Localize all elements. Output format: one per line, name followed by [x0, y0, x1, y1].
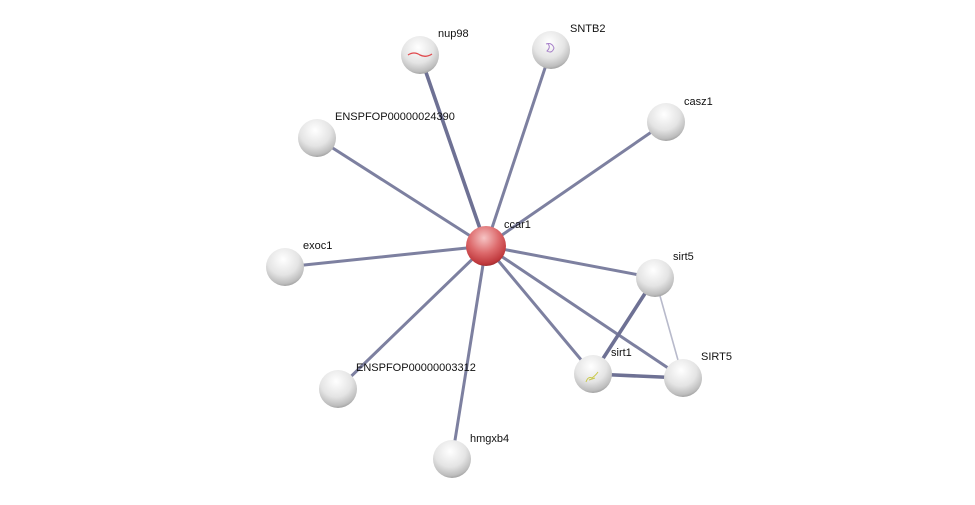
- edge-sirt5-sirt1[interactable]: [591, 276, 657, 376]
- protein-structure-icon: [545, 43, 555, 53]
- node-label: ccar1: [504, 219, 531, 231]
- node-exoc1[interactable]: exoc1: [266, 240, 332, 286]
- node-SIRT5[interactable]: SIRT5: [664, 351, 732, 397]
- node-sirt5[interactable]: sirt5: [636, 251, 694, 297]
- node-label: SNTB2: [570, 23, 605, 35]
- node-sirt1[interactable]: sirt1: [574, 347, 632, 393]
- protein-structure-icon: [585, 371, 599, 383]
- node-label: hmgxb4: [470, 433, 509, 445]
- edge-ccar1-hmgxb4[interactable]: [450, 244, 488, 461]
- node-label: SIRT5: [701, 351, 732, 363]
- edge-ccar1-sirt5[interactable]: [484, 244, 657, 280]
- nodes: nup98 SNTB2 casz1 ENSPFOP00000024390 exo…: [266, 23, 732, 478]
- edge-ccar1-SIRT5[interactable]: [484, 244, 685, 380]
- node-label: sirt5: [673, 251, 694, 263]
- node-label: ENSPFOP00000024390: [335, 111, 455, 123]
- node-label: ENSPFOP00000003312: [356, 362, 476, 374]
- node-label: sirt1: [611, 347, 632, 359]
- node-nup98[interactable]: nup98: [401, 28, 469, 74]
- node-label: nup98: [438, 28, 469, 40]
- node-enspfop3312[interactable]: ENSPFOP00000003312: [319, 362, 476, 408]
- node-label: exoc1: [303, 240, 332, 252]
- node-casz1[interactable]: casz1: [647, 96, 713, 141]
- protein-structure-icon: [407, 52, 433, 57]
- edge-ccar1-enspfop24390[interactable]: [315, 136, 488, 248]
- edge-ccar1-casz1[interactable]: [484, 120, 668, 248]
- edge-ccar1-exoc1[interactable]: [283, 244, 488, 269]
- node-label: casz1: [684, 96, 713, 108]
- edge-ccar1-enspfop3312[interactable]: [336, 244, 488, 391]
- edge-ccar1-nup98[interactable]: [418, 53, 488, 248]
- node-ccar1-query[interactable]: ccar1: [466, 219, 531, 266]
- edge-ccar1-sirt1[interactable]: [484, 244, 595, 376]
- node-enspfop24390[interactable]: ENSPFOP00000024390: [298, 111, 455, 157]
- node-hmgxb4[interactable]: hmgxb4: [433, 433, 509, 478]
- edge-ccar1-sntb2[interactable]: [484, 48, 553, 248]
- node-sntb2[interactable]: SNTB2: [532, 23, 605, 69]
